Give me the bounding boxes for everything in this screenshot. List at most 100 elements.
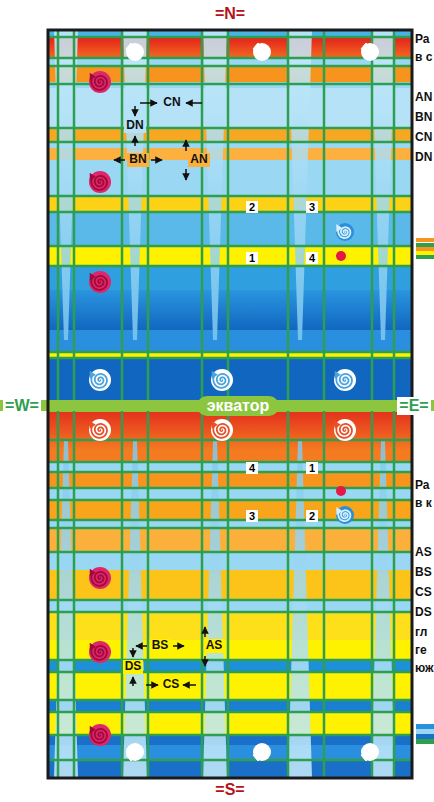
latitude-band bbox=[48, 520, 412, 528]
cyclone-white-arrowhead bbox=[212, 371, 218, 379]
red-dot bbox=[336, 486, 346, 496]
cyclone-red-arrowhead bbox=[90, 569, 96, 577]
cyclone-white bbox=[211, 419, 233, 441]
dimension-arrow bbox=[185, 140, 187, 151]
dimension-key: AN bbox=[415, 91, 432, 104]
meridian-wedge bbox=[371, 30, 395, 340]
pole-circle bbox=[126, 743, 144, 761]
grid-parallel bbox=[48, 211, 412, 214]
latitude-band bbox=[48, 528, 412, 552]
callout-number: 3 bbox=[309, 201, 315, 213]
latitude-band bbox=[48, 128, 412, 142]
panel-note: гл bbox=[415, 626, 427, 639]
dimension-arrow bbox=[114, 159, 125, 161]
compass-east: =E= bbox=[397, 397, 430, 415]
equator-text: экватор bbox=[207, 397, 270, 415]
grid-parallel bbox=[48, 519, 412, 522]
cyclone-red bbox=[89, 641, 111, 663]
grid-parallel bbox=[48, 265, 412, 268]
cyclone-white bbox=[89, 419, 111, 441]
dimension-key: DS bbox=[415, 606, 432, 619]
compass-south: =S= bbox=[215, 781, 244, 799]
dimension-label: AN bbox=[188, 153, 209, 166]
grid-parallel bbox=[48, 141, 412, 144]
cyclone-red-disc bbox=[89, 71, 111, 93]
panel-heading: Ра bbox=[415, 33, 430, 46]
latitude-band bbox=[48, 142, 412, 148]
latitude-band bbox=[48, 212, 412, 246]
latitude-band bbox=[48, 760, 412, 778]
panel-heading: Ра bbox=[415, 479, 430, 492]
callout-number: 2 bbox=[309, 510, 315, 522]
cyclone-blue bbox=[336, 223, 354, 241]
grid-parallel bbox=[48, 499, 412, 502]
dimension-arrow bbox=[151, 159, 162, 161]
dimension-label: DS bbox=[123, 660, 144, 673]
cyclone-white-disc bbox=[211, 419, 233, 441]
callout-number: 1 bbox=[309, 462, 315, 474]
legend-sample-stripe bbox=[416, 724, 434, 729]
pole-arrow bbox=[253, 43, 263, 49]
cyclone-blue-arrowhead bbox=[336, 224, 342, 232]
legend-sample-stripe bbox=[416, 251, 434, 255]
callout-number-box: 1 bbox=[246, 252, 258, 264]
cyclone-red-arrowhead bbox=[90, 273, 96, 281]
pole-arrow bbox=[361, 43, 371, 49]
callout-number-box: 3 bbox=[246, 510, 258, 522]
cyclone-white-arrowhead bbox=[90, 371, 96, 379]
pole-disc bbox=[361, 43, 379, 61]
pole-disc bbox=[126, 743, 144, 761]
latitude-band bbox=[48, 196, 412, 212]
panel-note: юж bbox=[415, 662, 434, 675]
grid-parallel bbox=[48, 127, 412, 130]
dimension-label: BN bbox=[127, 153, 148, 166]
red-dot bbox=[336, 251, 346, 261]
latitude-band bbox=[48, 700, 412, 712]
pole-circle bbox=[253, 43, 271, 61]
dimension-label: BS bbox=[150, 639, 171, 652]
dimension-arrow bbox=[185, 169, 187, 180]
latitude-band bbox=[48, 37, 412, 58]
cyclone-white-disc bbox=[334, 419, 356, 441]
cyclone-white bbox=[89, 369, 111, 391]
grid-parallel bbox=[48, 671, 412, 674]
legend-sample-stripe bbox=[416, 255, 434, 259]
grid-parallel bbox=[48, 461, 412, 464]
grid-parallel bbox=[48, 357, 412, 360]
pole-circle bbox=[361, 743, 379, 761]
meridian-wedge bbox=[203, 30, 227, 340]
cyclone-white bbox=[334, 369, 356, 391]
cyclone-white bbox=[334, 419, 356, 441]
callout-number: 4 bbox=[309, 252, 315, 264]
meridian-wedge bbox=[288, 440, 312, 778]
dimension-label: CN bbox=[161, 96, 182, 109]
cyclone-red bbox=[89, 71, 111, 93]
pole-circle bbox=[253, 743, 271, 761]
latitude-band bbox=[48, 552, 412, 570]
cyclone-white-disc bbox=[89, 419, 111, 441]
grid-parallel bbox=[48, 351, 412, 354]
cyclone-red-disc bbox=[89, 171, 111, 193]
latitude-band bbox=[48, 58, 412, 66]
cyclone-red-disc bbox=[89, 641, 111, 663]
dimension-arrow bbox=[134, 136, 136, 146]
dimension-arrow bbox=[173, 645, 184, 647]
cyclone-red-arrowhead bbox=[90, 73, 96, 81]
cyclone-white-arrowhead bbox=[335, 371, 341, 379]
cyclone-red bbox=[89, 567, 111, 589]
latitude-band bbox=[48, 472, 412, 488]
panel-note: ге bbox=[415, 644, 427, 657]
grid-parallel bbox=[48, 36, 412, 39]
dimension-arrow bbox=[136, 645, 147, 647]
cyclone-blue-disc bbox=[336, 506, 354, 524]
grid-parallel bbox=[48, 527, 412, 530]
cyclone-red bbox=[89, 171, 111, 193]
panel-heading: в к bbox=[415, 497, 432, 510]
callout-number-box: 2 bbox=[306, 510, 318, 522]
latitude-band bbox=[48, 672, 412, 700]
meridian-wedge bbox=[288, 30, 312, 340]
cyclone-red bbox=[89, 271, 111, 293]
dimension-arrow bbox=[183, 684, 196, 686]
cyclone-red-arrowhead bbox=[90, 643, 96, 651]
callout-number-box: 2 bbox=[246, 201, 258, 213]
